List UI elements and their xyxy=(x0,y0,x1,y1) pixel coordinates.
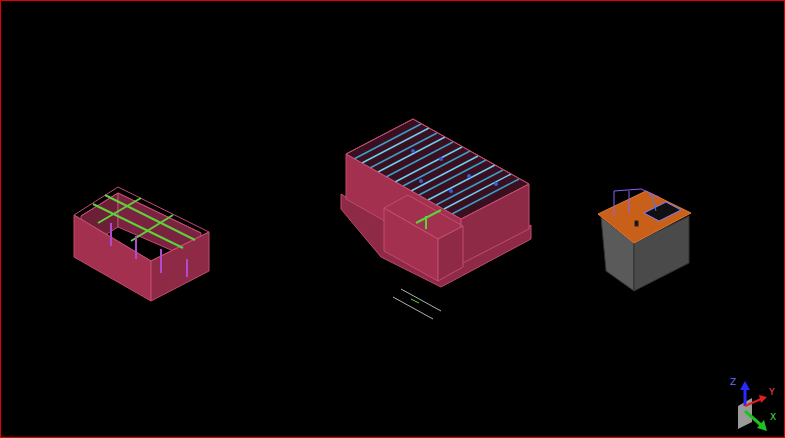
roof-beams xyxy=(354,124,519,214)
axis-label: Z xyxy=(729,377,737,387)
annex-beams xyxy=(416,210,441,229)
annex-face xyxy=(438,226,463,281)
section-symbol xyxy=(393,289,441,319)
annex-rim xyxy=(384,195,463,239)
beams xyxy=(93,195,195,248)
fixtures xyxy=(614,189,659,226)
annex-face xyxy=(384,208,438,281)
axis-label: Y xyxy=(768,387,776,397)
rim xyxy=(346,119,529,219)
roof-area xyxy=(346,119,529,219)
right-cabinet xyxy=(598,189,691,291)
rim xyxy=(74,187,209,261)
ucs-icon xyxy=(738,381,767,431)
roof-dots xyxy=(411,149,498,193)
wall-face xyxy=(74,215,151,301)
sink xyxy=(644,202,681,221)
wall-face xyxy=(151,232,209,301)
posts xyxy=(111,223,187,277)
middle-structure xyxy=(341,119,531,287)
axis-label: X xyxy=(769,412,777,422)
counter-top xyxy=(598,191,691,243)
left-tank xyxy=(74,187,209,301)
